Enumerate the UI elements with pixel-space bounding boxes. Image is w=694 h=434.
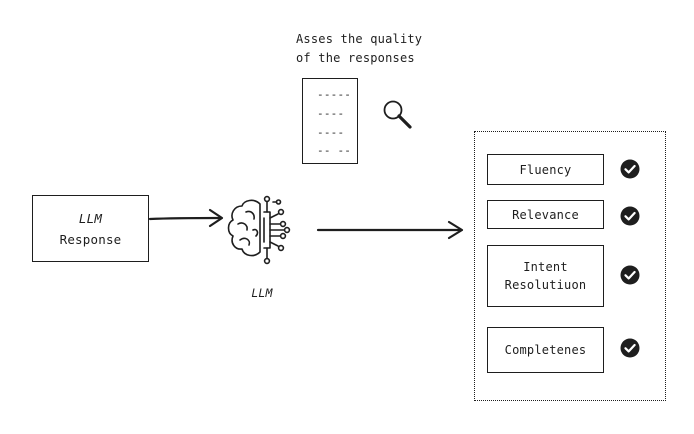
criterion-intent-resolution: Intent Resolutiuon [487, 245, 604, 307]
document-line: ---- [317, 126, 345, 139]
arrow-to-model [148, 208, 224, 228]
check-circle-icon [620, 338, 640, 358]
criterion-completeness: Completenes [487, 327, 604, 373]
caption-line-1: Asses the quality [296, 32, 423, 46]
diagram-caption: Asses the quality of the responses [296, 30, 446, 68]
check-circle-icon [620, 159, 640, 179]
magnifier-icon [383, 100, 412, 129]
criterion-fluency: Fluency [487, 154, 604, 185]
document-icon: ----- ---- ---- -- -- [302, 78, 358, 164]
criterion-label: Completenes [504, 343, 587, 357]
document-line: -- -- [317, 144, 352, 157]
arrow-to-criteria [316, 220, 464, 240]
model-label: LLM [251, 286, 273, 300]
criterion-relevance: Relevance [487, 200, 604, 229]
criterion-label: Fluency [519, 162, 572, 177]
criterion-label-line-2: Resolutiuon [504, 278, 587, 292]
llm-response-line-2: Response [59, 231, 122, 247]
llm-response-box: LLM Response [32, 195, 149, 262]
llm-response-line-1: LLM [78, 210, 103, 226]
criterion-label: Relevance [512, 207, 579, 222]
check-circle-icon [620, 265, 640, 285]
criteria-panel [474, 131, 666, 401]
criterion-label-line-1: Intent [523, 260, 568, 274]
brain-circuit-icon [227, 195, 291, 265]
document-line: ----- [317, 88, 352, 101]
caption-line-2: of the responses [296, 51, 415, 65]
check-circle-icon [620, 206, 640, 226]
document-line: ---- [317, 107, 345, 120]
